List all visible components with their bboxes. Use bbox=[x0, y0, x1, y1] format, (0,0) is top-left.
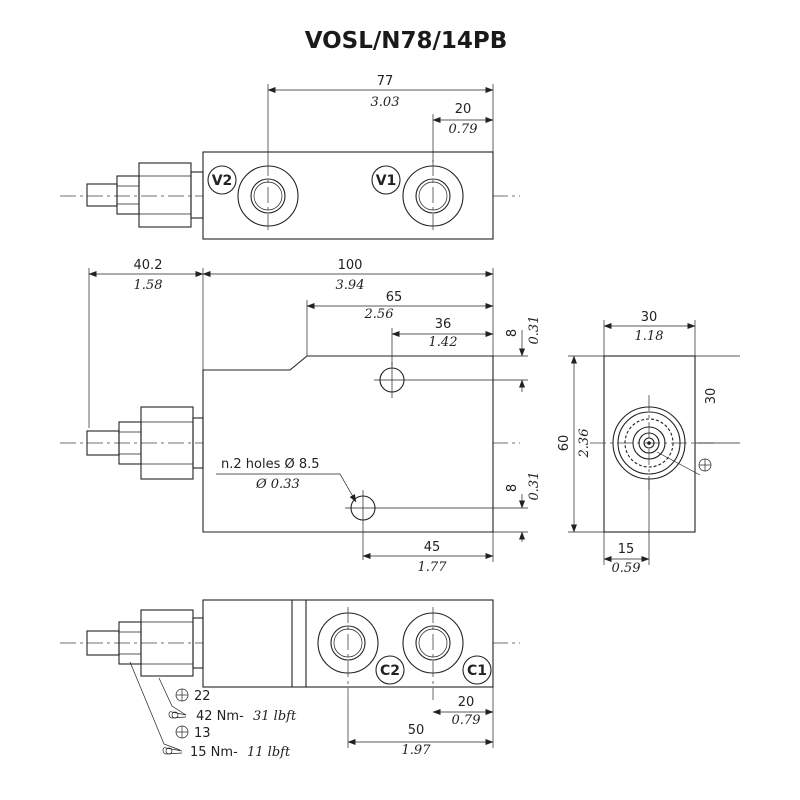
torque-wrench-15-icon bbox=[162, 747, 183, 755]
c2-label-circle bbox=[375, 655, 405, 685]
dim-20-bottom-in: 0.79 bbox=[452, 713, 481, 728]
dim-77-mm: 77 bbox=[377, 74, 394, 89]
top-view-cartridge bbox=[86, 162, 204, 228]
port-v1 bbox=[402, 160, 464, 232]
dim-36-mm: 36 bbox=[435, 317, 452, 332]
wrench-13-size: 13 bbox=[194, 726, 211, 741]
holes-note-mm: n.2 holes Ø 8.5 bbox=[221, 457, 320, 472]
torque-15-nm: 15 Nm- bbox=[190, 745, 238, 760]
torque-42-lbft: 31 lbft bbox=[253, 709, 297, 724]
v1-label-circle bbox=[371, 165, 401, 195]
bottom-view: C2 C1 20 0.79 50 1.97 22 42 Nm- 31 lbft bbox=[60, 599, 520, 760]
dim-8-bottom-mm: 8 bbox=[505, 484, 520, 492]
dim-15-in: 0.59 bbox=[612, 561, 641, 576]
dim-20-bottom-mm: 20 bbox=[458, 695, 475, 710]
dim-60-mm: 60 bbox=[557, 435, 572, 452]
side-view: 30 1.18 30 60 2.36 15 0.59 bbox=[557, 310, 740, 576]
dim-8-top-in: 0.31 bbox=[527, 316, 542, 345]
torque-22-leader bbox=[158, 677, 187, 716]
dim-100-in: 3.94 bbox=[336, 278, 365, 293]
dim-8-top-mm: 8 bbox=[505, 329, 520, 337]
mounting-hole-lower bbox=[345, 490, 528, 560]
dim-45-mm: 45 bbox=[424, 540, 441, 555]
dim-40-2-in: 1.58 bbox=[134, 278, 163, 293]
torque-42-nm: 42 Nm- bbox=[196, 709, 244, 724]
torque-wrench-42-icon bbox=[168, 711, 187, 719]
dim-100-mm: 100 bbox=[338, 258, 363, 273]
torque-13-leader bbox=[129, 661, 181, 751]
top-view: V2 V1 77 3.03 20 0.79 bbox=[60, 74, 520, 240]
bottom-view-cartridge bbox=[86, 609, 204, 677]
side-view-leader bbox=[656, 451, 701, 476]
dim-60-in: 2.36 bbox=[577, 429, 592, 459]
dim-77-in: 3.03 bbox=[371, 95, 400, 110]
dim-15-mm: 15 bbox=[618, 542, 635, 557]
wrench-22-icon bbox=[175, 688, 189, 702]
dim-65-in: 2.56 bbox=[364, 307, 394, 322]
dim-36-in: 1.42 bbox=[429, 335, 458, 350]
v1-label: V1 bbox=[376, 173, 397, 189]
c1-label: C1 bbox=[467, 663, 487, 679]
dim-45-in: 1.77 bbox=[418, 560, 448, 575]
dim-50-in: 1.97 bbox=[402, 743, 432, 758]
holes-leader bbox=[216, 473, 357, 503]
dim-30-width-in: 1.18 bbox=[635, 329, 664, 344]
dim-50-mm: 50 bbox=[408, 723, 425, 738]
torque-15-lbft: 11 lbft bbox=[247, 745, 291, 760]
front-view: 40.2 1.58 100 3.94 65 2.56 36 1.42 8 0.3… bbox=[60, 258, 542, 575]
holes-note-in: Ø 0.33 bbox=[255, 477, 300, 492]
port-c2 bbox=[317, 607, 379, 700]
front-view-cartridge bbox=[86, 406, 204, 480]
port-c1 bbox=[402, 607, 464, 700]
wrench-13-icon bbox=[175, 725, 189, 739]
c2-label: C2 bbox=[380, 663, 400, 679]
dim-30-width-mm: 30 bbox=[641, 310, 658, 325]
c1-label-circle bbox=[462, 655, 492, 685]
side-view-cartridge-end bbox=[612, 406, 686, 480]
dim-40-2-mm: 40.2 bbox=[134, 258, 163, 273]
v2-label-circle bbox=[207, 165, 237, 195]
port-v2 bbox=[237, 160, 299, 232]
dim-20-top-in: 0.79 bbox=[449, 122, 478, 137]
mounting-hole-upper bbox=[374, 362, 528, 398]
drawing-title: VOSL/N78/14PB bbox=[304, 28, 508, 54]
wrench-22-size: 22 bbox=[194, 689, 211, 704]
dim-8-bottom-in: 0.31 bbox=[527, 472, 542, 501]
v2-label: V2 bbox=[212, 173, 233, 189]
front-view-block bbox=[202, 355, 494, 533]
dim-30-height-mm: 30 bbox=[704, 388, 719, 405]
wrench-hex-icon bbox=[698, 458, 712, 472]
dim-20-top-mm: 20 bbox=[455, 102, 472, 117]
dim-65-mm: 65 bbox=[386, 290, 403, 305]
